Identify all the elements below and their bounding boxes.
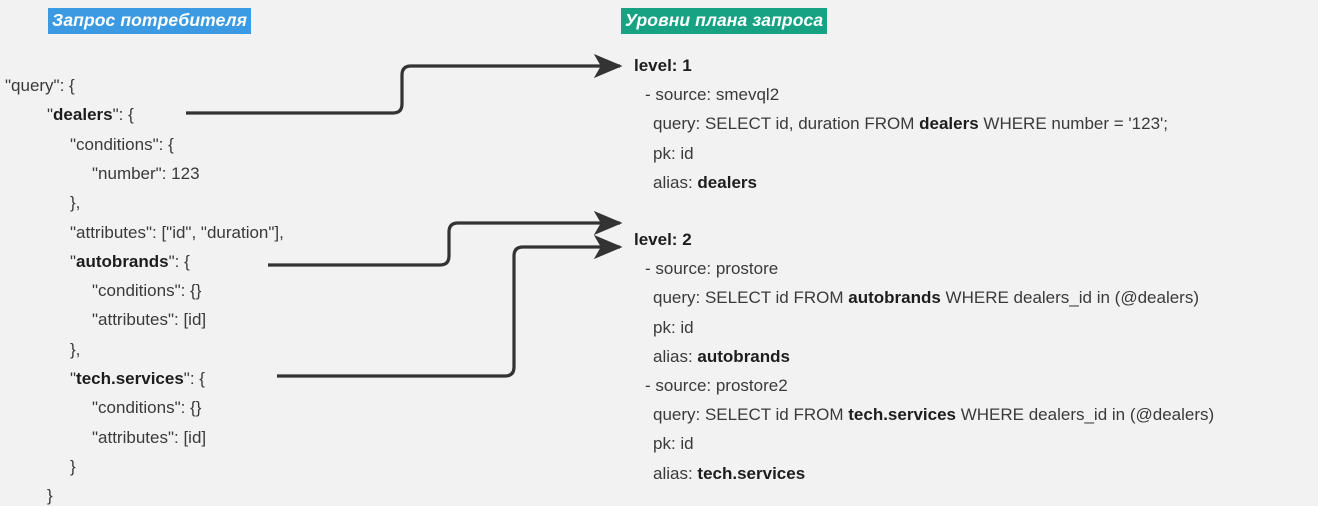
query-table-name: autobrands <box>848 288 941 308</box>
plan-query-line: query: SELECT id FROM autobrands WHERE d… <box>653 288 1199 308</box>
plan-alias-line: alias: dealers <box>653 172 757 192</box>
plan-source-line: - source: smevql2 <box>645 85 780 105</box>
consumer-query-line: } <box>47 486 53 506</box>
consumer-query-line: "number": 123 <box>92 163 200 183</box>
plan-source-line: - source: prostore2 <box>645 376 788 395</box>
plan-pk-line: pk: id <box>653 434 694 454</box>
entity-name: autobrands <box>76 251 169 271</box>
plan-alias-line: alias: autobrands <box>653 346 790 366</box>
alias-name: tech.services <box>697 463 806 483</box>
consumer-query-line: "conditions": { <box>70 134 174 154</box>
plan-pk-line: pk: id <box>653 143 694 163</box>
consumer-query-line: "conditions": {} <box>92 281 202 301</box>
plan-pk-line: pk: id <box>653 317 694 337</box>
alias-name: autobrands <box>697 346 790 366</box>
connector-tech-services-to-level-2 <box>277 234 623 378</box>
query-table-name: tech.services <box>848 405 956 425</box>
consumer-query-line: }, <box>70 339 81 359</box>
plan-query-line: query: SELECT id FROM tech.services WHER… <box>653 405 1215 425</box>
consumer-query-line: "dealers": { <box>47 105 134 125</box>
consumer-query-line: "query": { <box>5 76 75 95</box>
plan-source-line: - source: prostore <box>645 259 779 279</box>
consumer-query-line: "tech.services": { <box>70 369 205 388</box>
consumer-query-line: } <box>70 456 76 476</box>
connector-dealers-to-level-1 <box>186 53 623 115</box>
consumer-query-line: }, <box>70 193 81 213</box>
entity-name: dealers <box>53 105 113 125</box>
query-plan-levels-heading: Уровни плана запроса <box>621 8 828 34</box>
query-table-name: dealers <box>919 114 979 134</box>
consumer-query-line: "autobrands": { <box>70 251 190 271</box>
consumer-query-line: "attributes": ["id", "duration"], <box>70 222 284 242</box>
connector-autobrands-to-level-2 <box>268 210 623 267</box>
consumer-query-line: "attributes": [id] <box>92 310 207 330</box>
consumer-query-line: "attributes": [id] <box>92 427 207 447</box>
plan-level-title: level: 1 <box>634 56 692 75</box>
consumer-query-line: "conditions": {} <box>92 398 202 418</box>
plan-level-title: level: 2 <box>634 230 692 249</box>
consumer-query-heading: Запрос потребителя <box>48 8 252 34</box>
alias-name: dealers <box>697 172 757 192</box>
plan-alias-line: alias: tech.services <box>653 463 806 483</box>
entity-name: tech.services <box>76 369 184 388</box>
plan-query-line: query: SELECT id, duration FROM dealers … <box>653 114 1168 134</box>
